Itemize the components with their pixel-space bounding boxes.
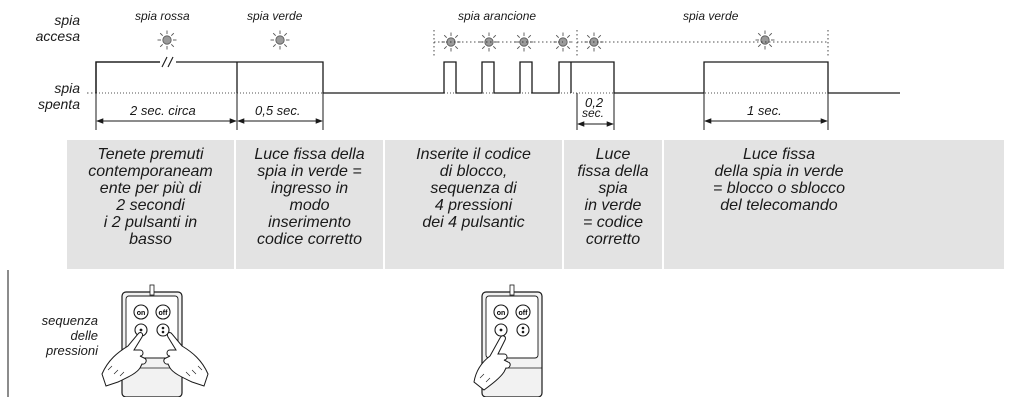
remote-control-two-hands-icon: on off: [101, 284, 209, 397]
description-2-line: codice corretto: [257, 231, 362, 248]
row-label-on-line1: spia: [54, 12, 80, 28]
remote-on-label: on: [137, 310, 146, 317]
description-4-line: corretto: [585, 231, 641, 248]
duration-markers: [95, 93, 829, 130]
row-label-off: spia spenta: [10, 80, 80, 112]
led-green-icon: [270, 30, 290, 50]
description-3-line: di blocco,: [439, 163, 508, 180]
description-3-line: 4 pressioni: [434, 197, 513, 214]
description-2-line: inserimento: [268, 214, 351, 231]
description-2: Luce fissa della spia in verde = ingress…: [237, 146, 382, 248]
duration-label-2: 0,5 sec.: [255, 103, 301, 118]
description-band-2: [236, 140, 383, 269]
description-3: Inserite il codice di blocco, sequenza d…: [387, 146, 560, 231]
description-3-line: sequenza di: [430, 180, 517, 197]
description-4: Luce fissa della spia in verde = codice …: [565, 146, 661, 248]
remote-2-on-label: on: [497, 310, 506, 317]
description-2-line: modo: [289, 197, 330, 214]
duration-label-3a: 0,2: [585, 95, 604, 110]
sequence-label-line: pressioni: [45, 343, 98, 358]
description-1-line: ente per più di: [99, 180, 202, 197]
phase-label-green-1: spia verde: [247, 9, 303, 23]
description-5-line: Luce fissa: [742, 146, 816, 163]
description-5-line: della spia in verde: [714, 163, 844, 180]
description-3-line: Inserite il codice: [416, 146, 531, 163]
sequence-label: sequenza delle pressioni: [20, 313, 98, 358]
signal-waveform: [95, 61, 160, 93]
row-label-off-line1: spia: [54, 80, 80, 96]
description-2-line: Luce fissa della: [254, 146, 365, 163]
description-5-line: = blocco o sblocco: [712, 180, 846, 197]
description-2-line: ingresso in: [270, 180, 349, 197]
description-4-line: fissa della: [577, 163, 649, 180]
remote-control-one-hand-icon: on off: [473, 284, 543, 397]
description-4-line: = codice: [582, 214, 644, 231]
phase-label-orange: spia arancione: [458, 9, 537, 23]
description-1-line: 2 secondi: [116, 197, 185, 214]
description-1-line: basso: [129, 231, 172, 248]
phase-label-green-2: spia verde: [683, 9, 739, 23]
description-4-line: in verde: [584, 197, 642, 214]
break-mark: [161, 56, 174, 68]
remote-2-off-label: off: [519, 310, 529, 317]
description-5-line: del telecomando: [720, 197, 838, 214]
description-band-3: [385, 140, 562, 269]
phase-label-red: spia rossa: [135, 9, 190, 23]
led-red-icon: [157, 30, 177, 50]
sequence-label-line: delle: [70, 328, 98, 343]
led-green-icon-3: [755, 30, 775, 50]
row-label-on-line2: accesa: [35, 28, 80, 44]
duration-arrows: [96, 118, 828, 127]
sequence-label-line: sequenza: [41, 313, 98, 328]
description-2-line: spia in verde =: [257, 163, 362, 180]
description-4-line: spia: [598, 180, 628, 197]
description-1-line: Tenete premuti: [97, 146, 204, 163]
description-band-1: [67, 140, 234, 269]
signal-trace: [95, 61, 900, 94]
row-label-off-line2: spenta: [37, 96, 80, 112]
description-1: Tenete premuti contemporaneam ente per p…: [70, 146, 231, 248]
description-band-4: [564, 140, 662, 269]
description-3-line: dei 4 pulsantic: [422, 214, 525, 231]
row-label-on: spia accesa: [20, 12, 80, 44]
remote-off-label: off: [159, 310, 169, 317]
duration-label-1: 2 sec. circa: [130, 103, 196, 118]
description-1-line: contemporaneam: [88, 163, 213, 180]
description-band-5: [664, 140, 1004, 269]
duration-label-4: 1 sec.: [747, 103, 782, 118]
description-5: Luce fissa della spia in verde = blocco …: [666, 146, 892, 214]
description-4-line: Luce: [595, 146, 631, 163]
duration-label-3b: sec.: [582, 106, 605, 120]
description-1-line: i 2 pulsanti in: [103, 214, 198, 231]
